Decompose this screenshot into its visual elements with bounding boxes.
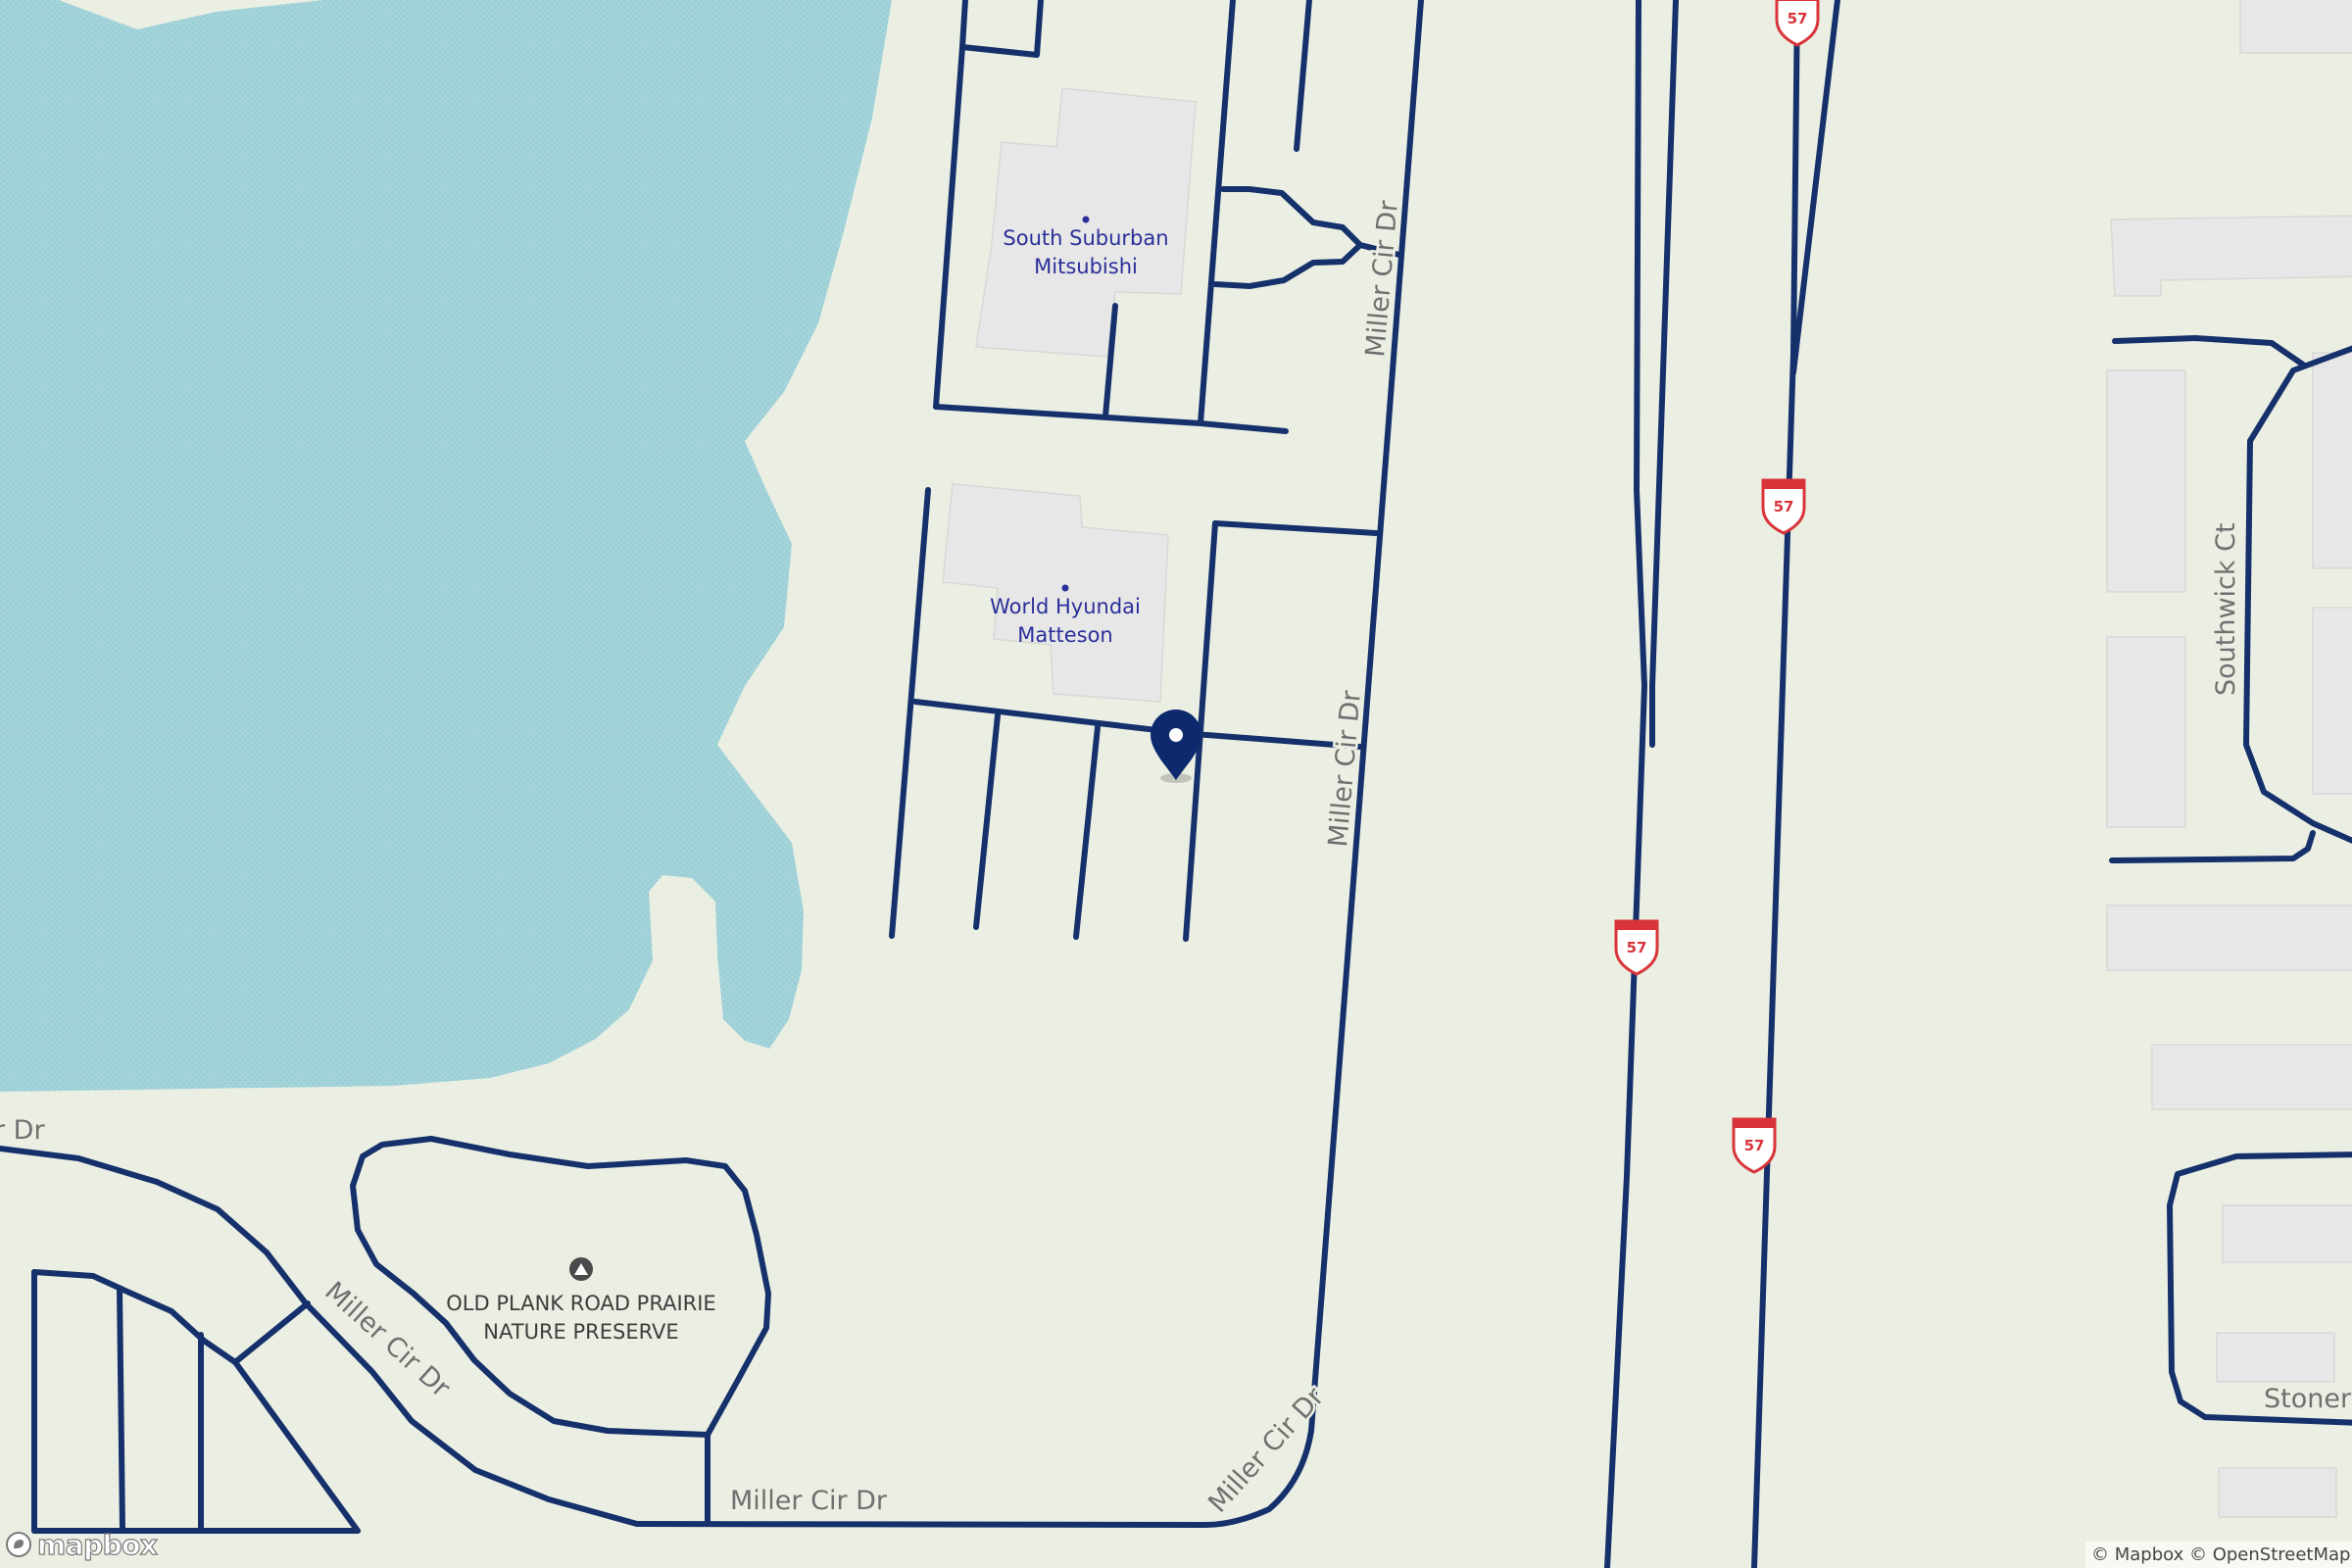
road-sw-grid-v2 [117,1286,125,1534]
svg-text:57: 57 [1774,498,1794,515]
shield-57-c: 57 [1614,919,1659,976]
road-park-loop [350,1136,771,1438]
street-label-stoner: Stoner [2264,1384,2352,1414]
road-mitsubishi-stub [1294,0,1312,152]
mapbox-logo-icon [6,1532,31,1557]
svg-text:NATURE PRESERVE: NATURE PRESERVE [483,1320,678,1344]
building-e-3 [2312,352,2352,569]
svg-text:Mitsubishi: Mitsubishi [1034,255,1138,278]
park-poi[interactable]: OLD PLANK ROAD PRAIRIE NATURE PRESERVE [446,1257,716,1344]
road-southwick-loop [2243,345,2352,844]
road-mitsubishi-east [1198,0,1236,426]
poi-dot-mitsubishi [1082,216,1090,223]
road-miller-cir-dr-main [634,0,1424,1528]
building-ne-1 [2239,0,2352,54]
shield-57-a: 57 [1775,0,1820,47]
shield-57-d: 57 [1732,1117,1777,1174]
building-e-2 [2106,636,2186,828]
road-i57-west-b [1649,0,1679,748]
svg-text:OLD PLANK ROAD PRAIRIE: OLD PLANK ROAD PRAIRIE [446,1292,715,1315]
road-southwick-south [2109,830,2316,863]
attribution-osm-link[interactable]: © OpenStreetMap [2188,1544,2351,1565]
building-e-8 [2216,1332,2335,1383]
marker-pin-icon [1151,710,1201,780]
marker-dot [1169,728,1183,742]
poi-hyundai[interactable]: World Hyundai Matteson [990,584,1141,648]
svg-text:South Suburban: South Suburban [1003,226,1168,250]
building-ne-2 [2110,215,2352,297]
lake [0,0,892,1092]
road-stoner-loop [2167,1152,2352,1426]
street-label-miller-bottom: Miller Cir Dr [730,1486,888,1516]
poi-dot-hyundai [1061,584,1069,592]
building-e-7 [2222,1204,2352,1263]
shield-57-b: 57 [1761,478,1806,535]
street-label-southwick: Southwick Ct [2211,522,2241,696]
road-hyundai-lot-2 [1073,724,1101,940]
location-marker[interactable] [1151,710,1201,783]
svg-text:57: 57 [1788,10,1808,27]
highway-shields: 57 57 57 57 [1614,0,1820,1174]
svg-text:Matteson: Matteson [1017,623,1112,647]
mapbox-logo-text: mapbox [36,1528,158,1561]
building-e-4 [2312,607,2352,795]
building-hyundai [942,483,1169,703]
svg-text:World Hyundai: World Hyundai [990,595,1141,618]
road-mitsubishi-top [959,0,1044,58]
park-mountain-icon [569,1257,593,1281]
road-hyundai-west [889,487,931,939]
svg-text:57: 57 [1627,939,1647,956]
attribution-mapbox-link[interactable]: © Mapbox [2091,1544,2184,1565]
building-e-5 [2106,905,2352,971]
mapbox-logo[interactable]: mapbox [4,1527,159,1562]
road-i57-east-b [1790,0,1840,375]
road-i57-west-a [1604,0,1647,1568]
building-e-9 [2218,1467,2337,1518]
road-mitsubishi-west [933,44,965,410]
poi-mitsubishi[interactable]: South Suburban Mitsubishi [1003,216,1169,279]
building-e-6 [2151,1044,2352,1110]
building-e-1 [2106,369,2186,593]
map-attribution: © Mapbox © OpenStreetMap [2085,1542,2352,1568]
road-mitsubishi-loop-bottom [1212,242,1363,289]
road-sw-grid-diag [232,1359,361,1534]
street-label-dr-fragment: r Dr [0,1115,45,1146]
road-hyundai-lot-1 [973,712,1001,930]
road-hyundai-top [1212,520,1379,536]
road-mitsubishi-inner [1102,303,1118,419]
road-southwick-north [2112,335,2306,368]
svg-text:57: 57 [1744,1137,1765,1154]
